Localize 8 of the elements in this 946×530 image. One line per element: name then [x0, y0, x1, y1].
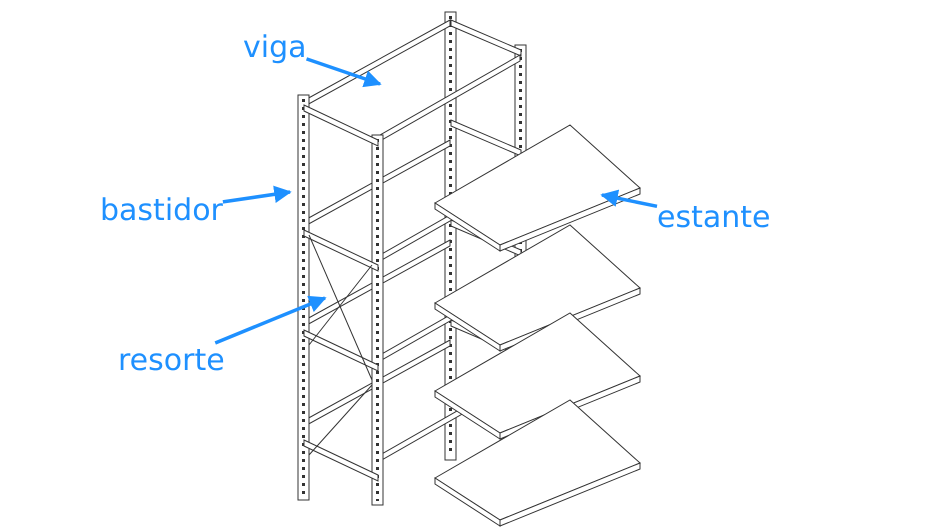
leader-arrow	[306, 57, 382, 88]
part-label: viga	[243, 30, 307, 66]
leader-arrow	[600, 190, 658, 208]
part-label: estante	[657, 200, 770, 236]
part-label: bastidor	[100, 193, 223, 229]
leader-arrow	[214, 296, 327, 345]
leader-arrow	[222, 186, 292, 204]
part-label: resorte	[118, 343, 225, 379]
